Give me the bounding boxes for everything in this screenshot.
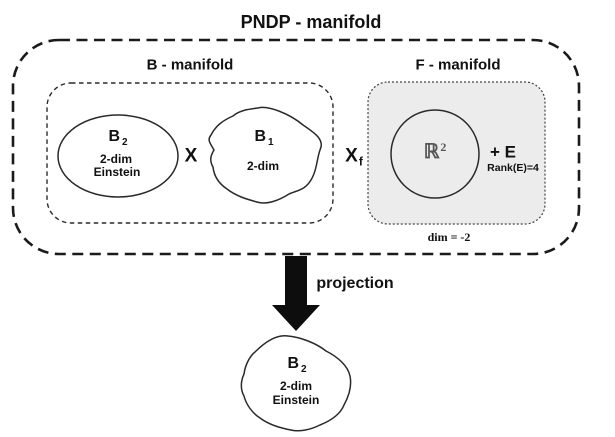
fiber-letter: ℝ <box>423 141 440 163</box>
b-manifold-box <box>46 82 334 224</box>
fiber-circle <box>390 109 480 199</box>
b1-dim-label: 2-dim <box>246 159 280 173</box>
dim-note: dim = -2 <box>427 230 471 244</box>
bundle-plus-e: + E <box>490 142 516 162</box>
b2-dim-label: 2-dim <box>99 152 133 166</box>
twisted-product-subscript: f <box>358 154 363 169</box>
b2-ellipse <box>57 114 179 198</box>
fiber-superscript: 2 <box>440 140 447 154</box>
b2-name-subscript: 2 <box>122 137 128 148</box>
diagram-title: PNDP - manifold <box>240 12 382 32</box>
result-name-letter: B <box>287 355 299 372</box>
b1-name-letter: B <box>254 128 266 145</box>
result-type-label: Einstein <box>272 393 320 407</box>
pndp-outer-box <box>11 38 581 256</box>
twisted-product-symbol: Xf <box>345 145 363 169</box>
b-manifold-label: B - manifold <box>146 56 234 74</box>
twisted-product-letter: X <box>345 145 358 167</box>
bundle-rank: Rank(E)=4 <box>487 161 539 174</box>
b1-blob <box>208 106 322 204</box>
b1-name-subscript: 1 <box>268 137 274 148</box>
projection-arrow <box>272 256 320 331</box>
b2-name-letter: B <box>108 128 120 145</box>
f-manifold-label: F - manifold <box>415 56 501 74</box>
b2-type-label: Einstein <box>93 165 141 179</box>
fiber-symbol: ℝ2 <box>423 140 447 163</box>
result-blob <box>240 335 352 432</box>
product-symbol: X <box>184 145 198 167</box>
result-dim-label: 2-dim <box>279 379 313 393</box>
projection-label: projection <box>316 275 394 292</box>
f-manifold-box <box>367 81 546 225</box>
result-name-subscript: 2 <box>301 364 307 375</box>
